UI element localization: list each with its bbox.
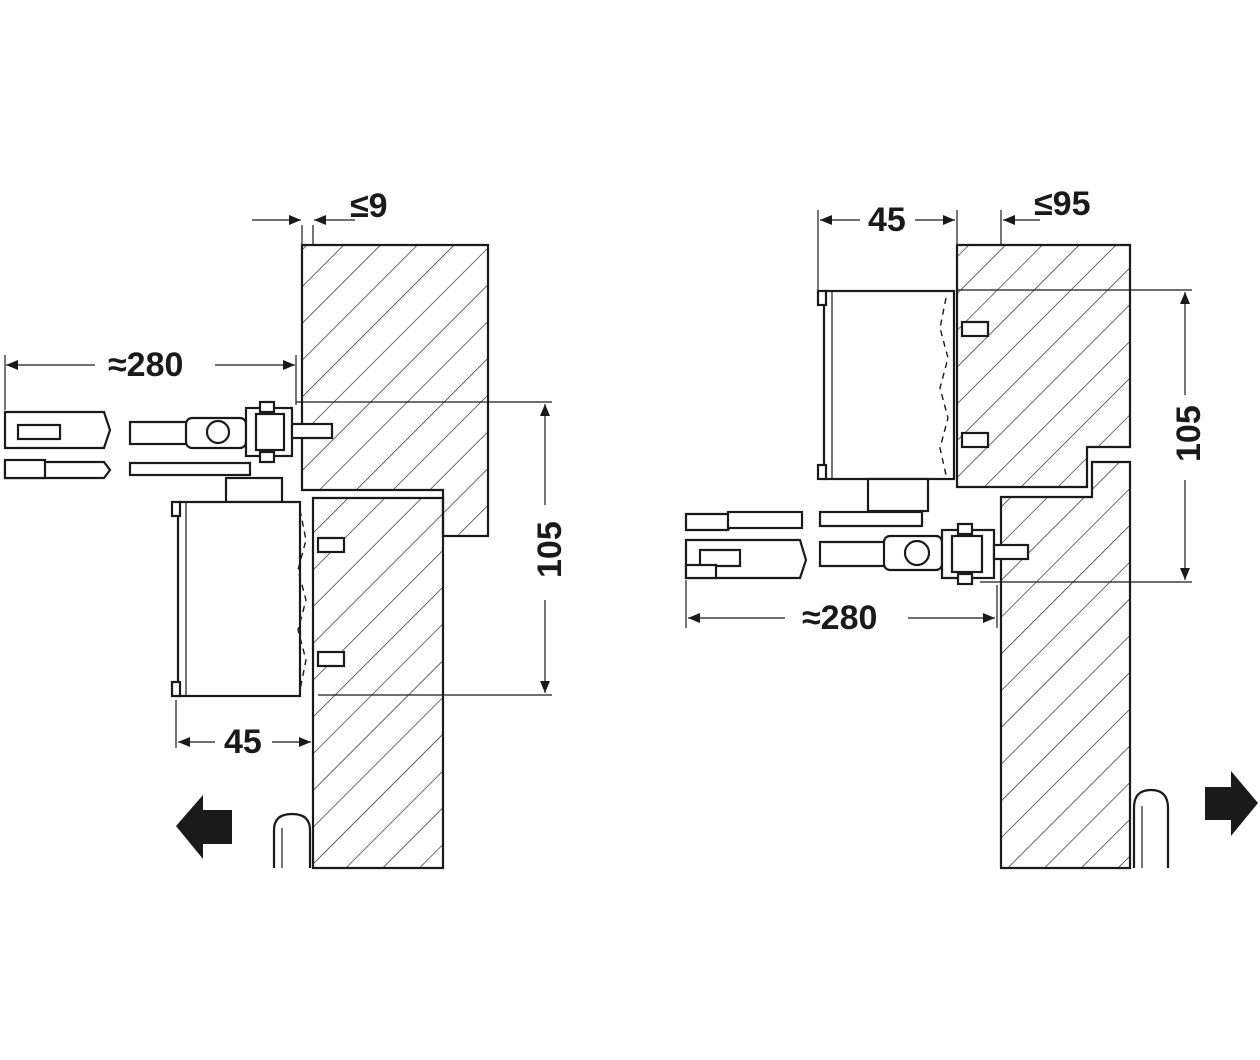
left-arm-assembly bbox=[3, 400, 334, 480]
left-direction-arrow-icon bbox=[176, 795, 232, 859]
left-top-gap-label: ≤9 bbox=[350, 187, 388, 225]
right-direction-arrow-icon bbox=[1205, 771, 1258, 836]
right-door-leaf bbox=[999, 460, 1132, 870]
left-view: ≤9 ≈280 105 45 bbox=[3, 187, 569, 870]
left-closer-body bbox=[170, 476, 346, 698]
left-body-depth-label: 45 bbox=[224, 723, 262, 761]
right-top-gap-label: ≤95 bbox=[1034, 185, 1090, 223]
right-view: 45 ≤95 105 ≈280 bbox=[684, 185, 1258, 870]
right-hinge bbox=[1132, 788, 1170, 868]
left-height-label: 105 bbox=[531, 521, 569, 578]
right-height-label: 105 bbox=[1170, 405, 1208, 462]
right-closer-body bbox=[816, 289, 990, 513]
right-body-depth-label: 45 bbox=[868, 201, 906, 239]
left-frame bbox=[300, 243, 490, 538]
left-door-leaf bbox=[311, 496, 445, 870]
right-arm-length-label: ≈280 bbox=[802, 599, 877, 637]
left-arm-length-label: ≈280 bbox=[108, 346, 183, 384]
right-arm-assembly bbox=[684, 510, 1030, 586]
right-frame bbox=[955, 243, 1192, 489]
left-hinge bbox=[272, 812, 312, 868]
